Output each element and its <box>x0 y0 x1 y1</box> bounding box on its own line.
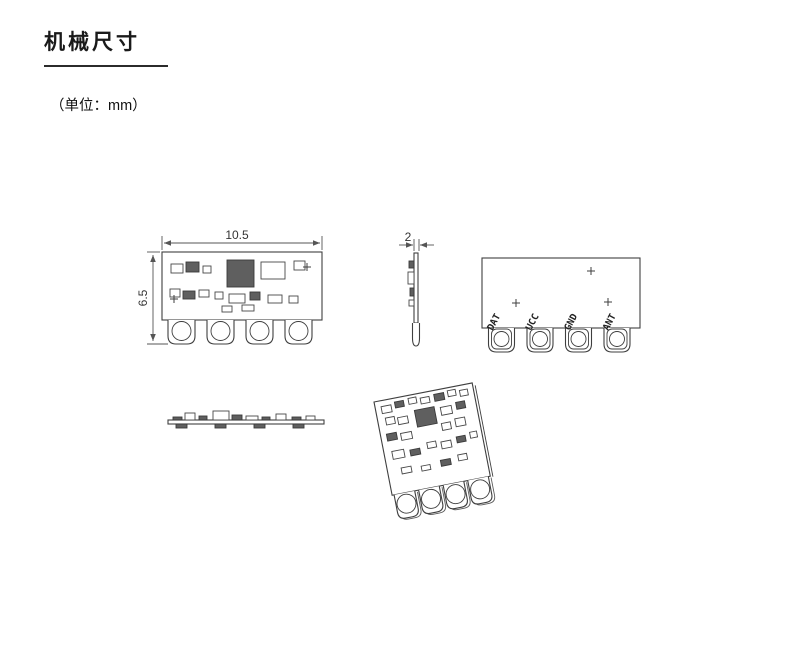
unit-label: （单位：mm） <box>50 98 147 114</box>
pad-edge-profile <box>411 323 421 347</box>
pcb-tabs-bottom <box>487 328 631 353</box>
pcb-outline-iso <box>373 382 491 496</box>
pcb-outline-bottom <box>481 257 641 329</box>
dim-width-label: 10.5 <box>225 228 249 242</box>
bottom-view: DAT UCC GND ANT <box>481 257 641 353</box>
components-top <box>169 259 306 313</box>
pcb-edge-profile <box>413 252 419 324</box>
dim-thickness-label: 2 <box>405 230 412 244</box>
dimension-thickness: 2 <box>399 230 434 251</box>
fiducial-mark <box>512 267 612 307</box>
fiducial-mark <box>170 263 311 303</box>
dimension-height: 6.5 <box>136 251 168 345</box>
side-view: 2 <box>399 230 434 347</box>
components-side <box>407 260 415 307</box>
pcb-tabs-top <box>167 320 313 345</box>
dimension-width: 10.5 <box>161 228 323 250</box>
profile-view <box>167 410 325 429</box>
isometric-view <box>373 382 496 520</box>
pcb-tabs-iso <box>393 476 496 520</box>
top-view: 10.5 6.5 <box>136 228 323 345</box>
components-profile <box>172 410 316 429</box>
components-iso <box>380 388 479 475</box>
page-title: 机械尺寸 <box>44 26 168 67</box>
dim-height-label: 6.5 <box>136 289 150 306</box>
pcb-front-profile <box>167 419 325 425</box>
